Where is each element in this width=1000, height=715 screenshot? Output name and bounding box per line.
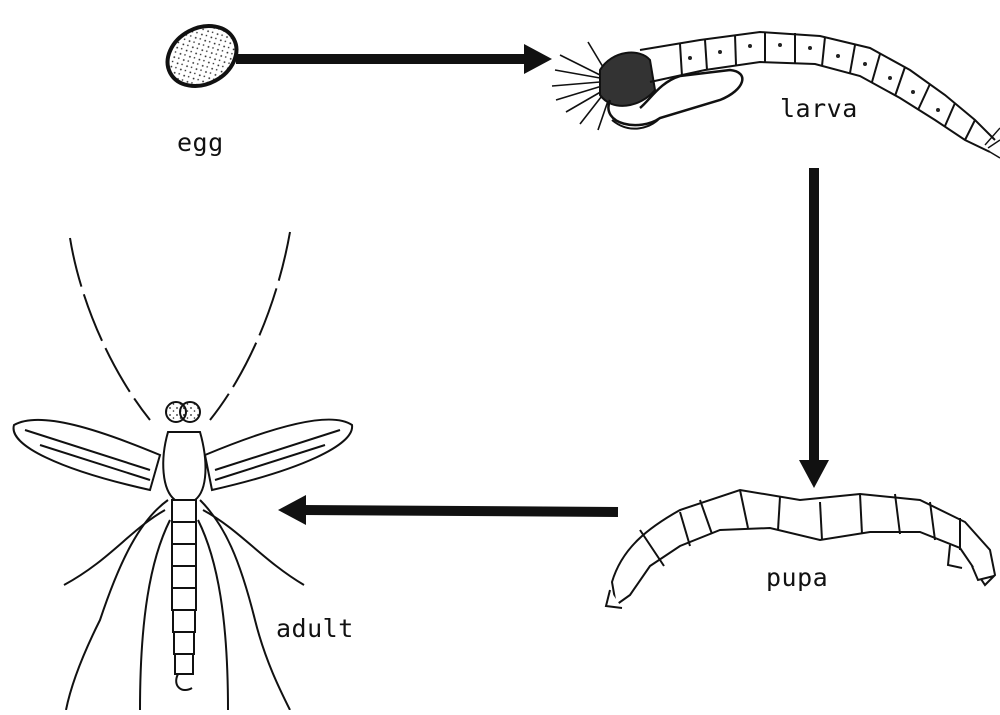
larva-illustration — [552, 32, 1000, 158]
larva-label: larva — [780, 94, 858, 123]
arrow-larva-to-pupa — [799, 168, 829, 488]
egg-label: egg — [177, 128, 224, 157]
egg-illustration — [157, 14, 247, 97]
arrow-egg-to-larva — [236, 44, 552, 74]
pupa-label: pupa — [766, 563, 828, 592]
arrow-pupa-to-adult — [278, 495, 618, 525]
adult-label: adult — [276, 614, 354, 643]
